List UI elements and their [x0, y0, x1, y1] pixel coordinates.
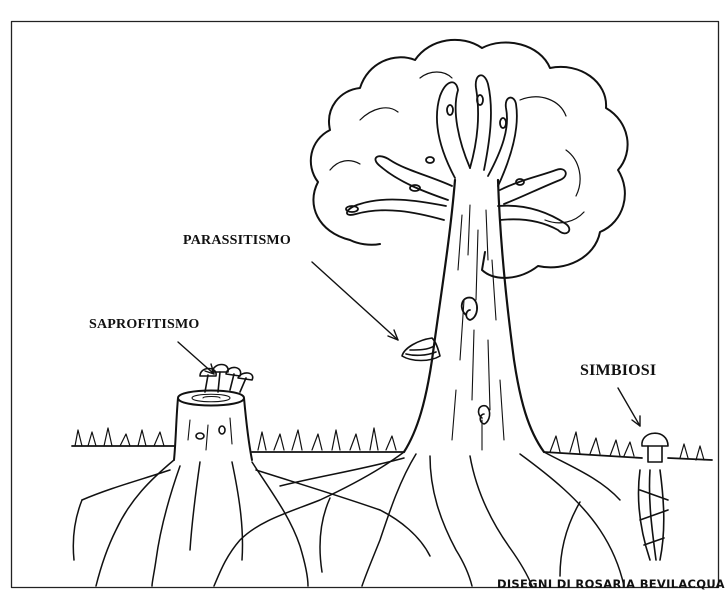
arrow-parassitismo [312, 262, 398, 340]
trunk-hole-upper [462, 298, 477, 320]
artist-credit: DISEGNI DI ROSARIA BEVILACQUA [497, 577, 725, 591]
ground-line [72, 446, 712, 460]
label-arrows [178, 262, 640, 426]
stump-knot [196, 433, 204, 439]
stump-knot [219, 426, 225, 434]
arrow-simbiosi [618, 388, 640, 426]
trunk-hole-lower [479, 406, 490, 424]
roots [73, 452, 624, 586]
symbiosis-mushroom [638, 433, 668, 560]
picture-border [12, 22, 719, 588]
tree-stump [174, 391, 252, 461]
label-simbiosi: SIMBIOSI [580, 362, 656, 380]
label-saprofitismo: SAPROFITISMO [89, 317, 200, 333]
stump-rings [188, 394, 232, 450]
tree-branches [346, 75, 569, 233]
label-parassitismo: PARASSITISMO [183, 233, 291, 249]
tree-canopy [311, 40, 628, 278]
arrow-saprofitismo [178, 342, 214, 374]
tree-trunk [404, 180, 544, 452]
